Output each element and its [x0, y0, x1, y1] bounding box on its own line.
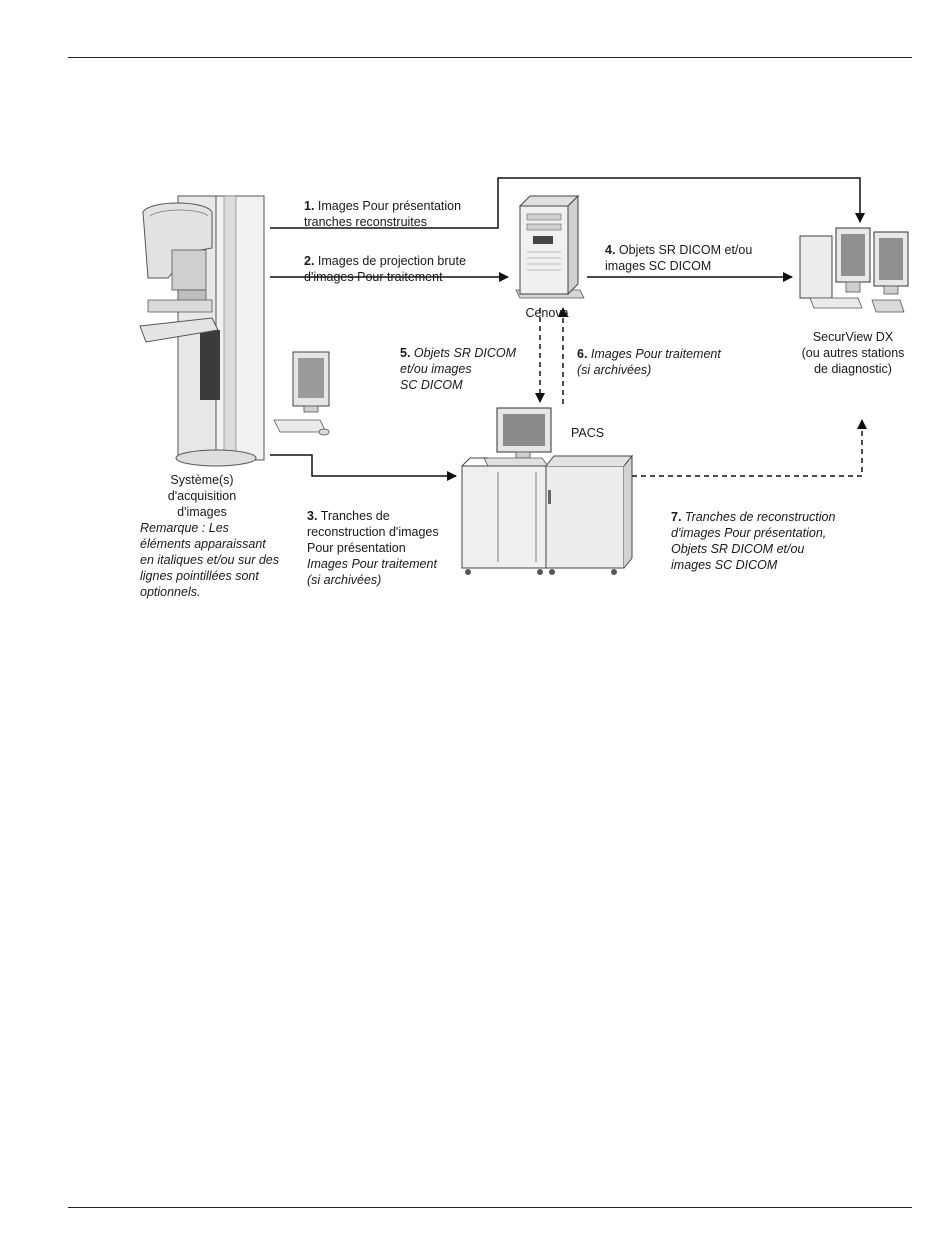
flow-1-arrow: [270, 177, 865, 229]
flow-4-text: Objets SR DICOM et/ou images SC DICOM: [605, 243, 753, 273]
flow-2-label: 2. Images de projection brute d'images P…: [304, 237, 504, 285]
flow-1-label: 1. Images Pour présentation tranches rec…: [304, 182, 494, 230]
flow-3-optional-text: Images Pour traitement (si archivées): [307, 557, 437, 587]
flow-5-number: 5.: [400, 346, 411, 360]
footer-rule: [68, 1207, 912, 1208]
flow-6-text: Images Pour traitement (si archivées): [577, 347, 721, 377]
server-tower-icon: [515, 194, 585, 299]
flow-2-number: 2.: [304, 254, 315, 268]
cenova-label: Cenova: [525, 306, 569, 320]
flow-7-number: 7.: [671, 510, 682, 524]
flow-4-number: 4.: [605, 243, 616, 257]
flow-2-text: Images de projection brute d'images Pour…: [304, 254, 466, 284]
acquisition-system-label: Système(s) d'acquisition d'images: [167, 473, 237, 519]
dual-monitor-workstation-icon: [799, 227, 909, 313]
flow-4-label: 4. Objets SR DICOM et/ou images SC DICOM: [605, 226, 785, 274]
flow-1-text: Images Pour présentation tranches recons…: [304, 199, 462, 229]
flow-3-number: 3.: [307, 509, 318, 523]
optional-note: Remarque : Les éléments apparaissant en …: [140, 521, 279, 599]
flow-1-number: 1.: [304, 199, 315, 213]
flow-7-label: 7. Tranches de reconstruction d'images P…: [671, 493, 861, 573]
flow-7-text: Tranches de reconstruction d'images Pour…: [671, 510, 836, 572]
flow-7-arrow: [632, 419, 867, 477]
mammography-system-icon: [139, 195, 265, 467]
flow-6-number: 6.: [577, 347, 588, 361]
flow-3-arrow: [270, 454, 457, 481]
flow-5-label: 5. Objets SR DICOM et/ou images SC DICOM: [400, 329, 530, 393]
flow-3-label: 3. Tranches de reconstruction d'images P…: [307, 492, 467, 604]
pacs-cabinet-icon: [461, 407, 634, 575]
flow-5-text: Objets SR DICOM et/ou images SC DICOM: [400, 346, 517, 392]
flow-3-text: Tranches de reconstruction d'images Pour…: [307, 509, 439, 555]
pacs-label: PACS: [571, 426, 605, 440]
flow-6-label: 6. Images Pour traitement (si archivées): [577, 330, 747, 378]
securview-label: SecurView DX (ou autres stations de diag…: [801, 330, 905, 376]
header-rule: [68, 57, 912, 58]
workstation-monitor-icon: [273, 351, 330, 436]
